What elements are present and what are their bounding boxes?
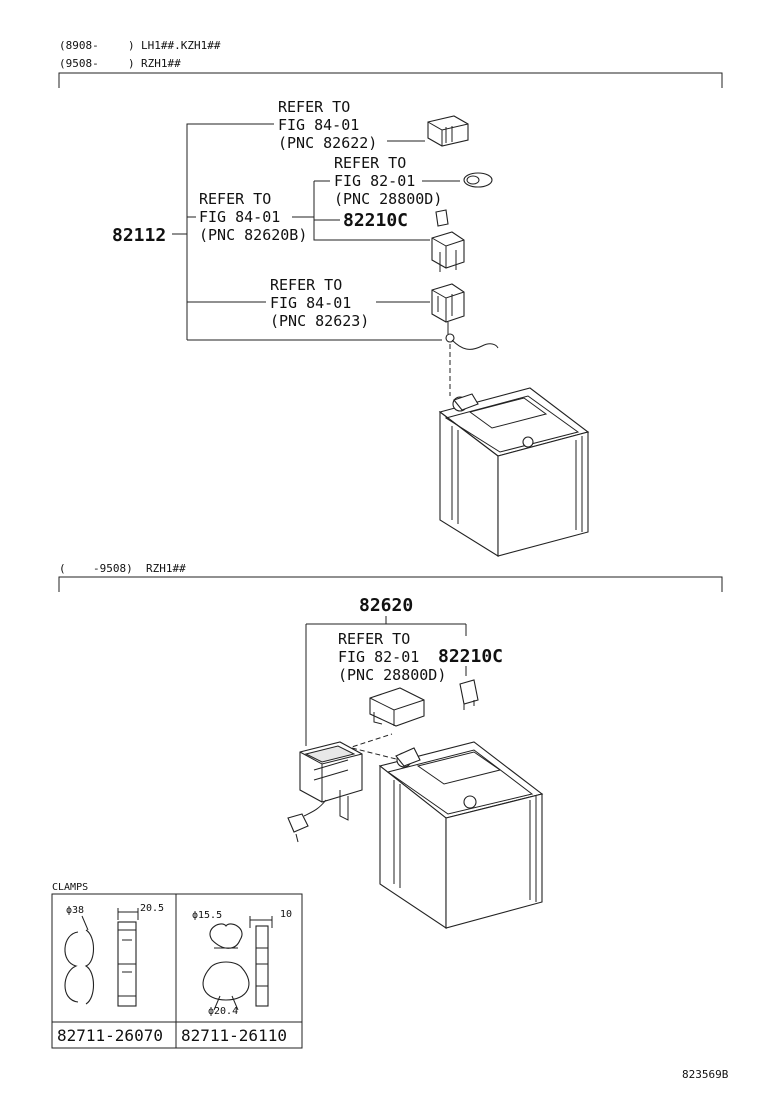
connector-82622-icon xyxy=(427,115,469,147)
relay-block-icon xyxy=(431,231,465,272)
ref-3-line2: FIG 84-01 xyxy=(199,208,280,226)
section-top-bracket xyxy=(58,72,723,88)
clamps-table xyxy=(51,893,303,1049)
ref-4-line3: (PNC 82623) xyxy=(270,312,369,330)
clamp-left-icon xyxy=(64,908,139,1007)
part-number-82620: 82620 xyxy=(359,595,413,616)
ref-1-line3: (PNC 82622) xyxy=(278,134,377,152)
ref-3-line1: REFER TO xyxy=(199,190,271,208)
clamp-right-icon xyxy=(202,916,273,1011)
ref-bottom-line3: (PNC 28800D) xyxy=(338,666,446,684)
section-top-leaders xyxy=(172,123,460,341)
assembly-dash-2 xyxy=(351,747,401,761)
figure-id: 823569B xyxy=(682,1068,729,1081)
header-top-models-2: RZH1## xyxy=(141,57,181,70)
ref-4-line2: FIG 84-01 xyxy=(270,294,351,312)
header-bottom-code: ( xyxy=(59,562,66,575)
ref-3-line3: (PNC 82620B) xyxy=(199,226,307,244)
clamp-right-diameter-bottom: ϕ20.4 xyxy=(208,1006,238,1017)
header-bottom-range: -9508) xyxy=(93,562,133,575)
relay-block-bottom-icon xyxy=(287,741,363,843)
ref-2-line1: REFER TO xyxy=(334,154,406,172)
ref-1-line2: FIG 84-01 xyxy=(278,116,359,134)
terminal-82623-icon xyxy=(431,283,465,343)
ref-2-line2: FIG 82-01 xyxy=(334,172,415,190)
wire-harness-icon xyxy=(449,339,499,396)
part-number-82112: 82112 xyxy=(112,225,166,246)
clamp-left-diameter: ϕ38 xyxy=(66,905,84,916)
part-number-82210c-top: 82210C xyxy=(343,210,408,231)
ref-4-line1: REFER TO xyxy=(270,276,342,294)
clamp-left-part-number: 82711-26070 xyxy=(57,1026,163,1045)
clamp-right-part-number: 82711-26110 xyxy=(181,1026,287,1045)
fuse-82210c-icon xyxy=(435,209,449,227)
header-top-models-1: LH1##.KZH1## xyxy=(141,39,221,52)
ref-1-line1: REFER TO xyxy=(278,98,350,116)
section-bottom-bracket xyxy=(58,576,723,592)
fuse-28800d-bottom-icon xyxy=(369,687,425,727)
clamp-left-width: 20.5 xyxy=(140,903,164,914)
header-bottom-models: RZH1## xyxy=(146,562,186,575)
header-top-close-2: ) xyxy=(128,57,135,70)
header-top-code-2: (9508- xyxy=(59,57,99,70)
ref-bottom-line2: FIG 82-01 xyxy=(338,648,419,666)
header-top-close-1: ) xyxy=(128,39,135,52)
clamp-right-width: 10 xyxy=(280,909,292,920)
battery-bottom-icon xyxy=(378,741,544,930)
fuse-28800d-icon xyxy=(463,172,493,188)
fuse-82210c-bottom-icon xyxy=(459,679,479,710)
clamps-title: CLAMPS xyxy=(52,882,88,893)
ref-2-line3: (PNC 28800D) xyxy=(334,190,442,208)
clamp-right-diameter-top: ϕ15.5 xyxy=(192,910,222,921)
ref-bottom-line1: REFER TO xyxy=(338,630,410,648)
battery-top-icon xyxy=(438,387,590,557)
header-top-code-1: (8908- xyxy=(59,39,99,52)
section-bottom-leaders xyxy=(305,616,467,746)
part-number-82210c-bottom: 82210C xyxy=(438,646,503,667)
